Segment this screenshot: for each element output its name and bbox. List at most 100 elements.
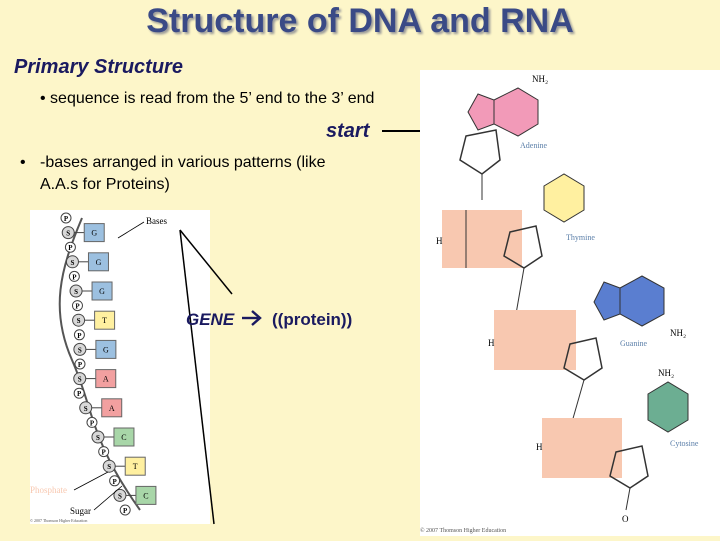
right-copyright: © 2007 Thomson Higher Education bbox=[420, 527, 506, 534]
phosphate-node: P bbox=[73, 329, 85, 341]
svg-text:S: S bbox=[118, 492, 122, 500]
phosphate-node: P bbox=[74, 358, 86, 370]
phosphate-3 bbox=[542, 418, 622, 478]
guanine-nh2: NH₂ bbox=[670, 328, 686, 338]
cytosine-base: NH₂ Cytosine bbox=[647, 368, 699, 448]
base-C: C bbox=[103, 427, 135, 447]
sugar-node: S bbox=[73, 372, 87, 386]
bullet-dot: • bbox=[20, 154, 26, 171]
svg-text:P: P bbox=[77, 390, 82, 398]
base-G: G bbox=[82, 281, 113, 301]
cytosine-ring-icon bbox=[647, 381, 689, 433]
adenine-nh2: NH₂ bbox=[532, 74, 548, 84]
left-copyright: © 2007 Thomson Higher Education bbox=[30, 518, 87, 523]
sugar-node: S bbox=[102, 459, 116, 473]
right-arrow-icon bbox=[242, 310, 262, 326]
svg-text:S: S bbox=[78, 376, 82, 384]
svg-text:C: C bbox=[143, 491, 148, 500]
phosphate-node: P bbox=[86, 416, 98, 428]
svg-text:P: P bbox=[75, 303, 80, 311]
sugar-node: S bbox=[69, 284, 83, 298]
guanine-label: Guanine bbox=[620, 339, 648, 348]
base-G: G bbox=[74, 223, 105, 243]
base-A: A bbox=[85, 369, 117, 389]
svg-text:C: C bbox=[121, 433, 126, 442]
sugar-node: S bbox=[61, 226, 75, 240]
nucleotide-chain-figure: NH₂ Adenine H Thymine NH₂ Guanine H bbox=[420, 70, 720, 536]
sugar-node: S bbox=[113, 488, 127, 502]
base-A: A bbox=[91, 398, 123, 418]
thymine-ring-icon bbox=[543, 173, 585, 223]
svg-text:S: S bbox=[71, 259, 75, 267]
svg-text:G: G bbox=[99, 287, 105, 296]
svg-text:H: H bbox=[488, 338, 495, 348]
guanine-base: NH₂ Guanine bbox=[593, 275, 686, 348]
phosphate-2 bbox=[494, 310, 576, 370]
svg-text:S: S bbox=[77, 317, 81, 325]
cytosine-label: Cytosine bbox=[670, 439, 699, 448]
svg-text:A: A bbox=[109, 404, 115, 413]
sugar-node: S bbox=[73, 342, 87, 356]
phosphate-node: P bbox=[73, 387, 85, 399]
svg-text:H: H bbox=[536, 442, 543, 452]
gene-bracket-icon bbox=[179, 229, 233, 525]
svg-text:T: T bbox=[133, 462, 138, 471]
svg-text:P: P bbox=[68, 244, 73, 252]
guanine-ring-icon bbox=[619, 275, 665, 327]
svg-text:O: O bbox=[622, 514, 629, 524]
slide-subtitle: Primary Structure bbox=[14, 56, 183, 78]
base-G: G bbox=[85, 339, 117, 359]
start-label: start bbox=[326, 120, 370, 142]
base-C: C bbox=[125, 485, 157, 505]
svg-text:S: S bbox=[78, 346, 82, 354]
slide-title: Structure of DNA and RNA bbox=[146, 2, 574, 40]
phosphate-label: Phosphate bbox=[30, 485, 67, 495]
phosphate-node: P bbox=[60, 212, 72, 224]
svg-text:P: P bbox=[72, 273, 77, 281]
svg-text:G: G bbox=[96, 258, 102, 267]
thymine-base: Thymine bbox=[543, 173, 595, 242]
guanine-ring2-icon bbox=[593, 281, 621, 321]
svg-text:S: S bbox=[84, 405, 88, 413]
phosphate-node: P bbox=[119, 504, 131, 516]
phosphate-node: P bbox=[68, 270, 80, 282]
svg-text:P: P bbox=[123, 507, 128, 515]
bullet-read-direction-text: sequence is read from the 5’ end to the … bbox=[50, 90, 375, 107]
base-T: T bbox=[115, 456, 146, 476]
svg-text:P: P bbox=[90, 419, 95, 427]
sugar-node: S bbox=[65, 255, 79, 269]
svg-text:S: S bbox=[96, 434, 100, 442]
svg-text:A: A bbox=[103, 375, 109, 384]
svg-text:P: P bbox=[78, 361, 83, 369]
phosphate-node: P bbox=[98, 446, 110, 458]
svg-text:S: S bbox=[74, 288, 78, 296]
protein-label: ((protein)) bbox=[272, 310, 353, 329]
adenine-base: NH₂ Adenine bbox=[467, 74, 548, 150]
svg-text:G: G bbox=[103, 345, 109, 354]
svg-text:S: S bbox=[66, 230, 70, 238]
phosphate-node: P bbox=[71, 300, 83, 312]
phosphate-node: P bbox=[109, 475, 121, 487]
bases-label: Bases bbox=[146, 216, 167, 226]
phosphate-node: P bbox=[64, 241, 76, 253]
svg-text:T: T bbox=[102, 316, 107, 325]
base-T: T bbox=[84, 310, 116, 330]
sugar-node: S bbox=[79, 401, 93, 415]
svg-text:P: P bbox=[77, 332, 82, 340]
svg-text:P: P bbox=[64, 215, 69, 223]
adenine-ring-icon bbox=[493, 87, 539, 137]
base-G: G bbox=[78, 252, 109, 272]
cytosine-nh2: NH₂ bbox=[658, 368, 674, 378]
svg-text:G: G bbox=[91, 229, 97, 238]
sugar-node: S bbox=[91, 430, 105, 444]
gene-label: GENE bbox=[186, 310, 235, 329]
adenine-label: Adenine bbox=[520, 141, 548, 150]
bullet-read-direction: • sequence is read from the 5’ end to th… bbox=[40, 90, 375, 107]
thymine-label: Thymine bbox=[566, 233, 595, 242]
adenine-ring2-icon bbox=[467, 93, 495, 131]
svg-text:P: P bbox=[102, 449, 107, 457]
sugar-node: S bbox=[72, 313, 86, 327]
bullet-bases-arranged-text: -bases arranged in various patterns (lik… bbox=[40, 154, 326, 193]
svg-text:H: H bbox=[436, 236, 443, 246]
